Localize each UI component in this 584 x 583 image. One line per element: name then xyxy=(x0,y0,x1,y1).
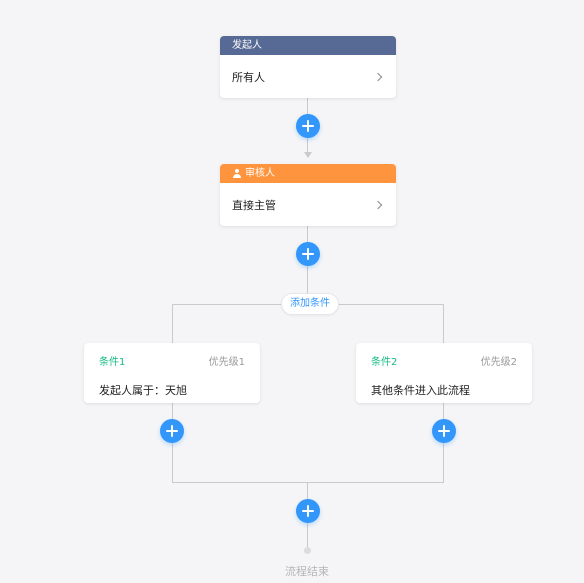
initiator-header: 发起人 xyxy=(220,36,396,55)
initiator-body[interactable]: 所有人 xyxy=(220,55,396,98)
chevron-right-icon xyxy=(373,200,383,209)
condition-card-1[interactable]: 条件1 优先级1 发起人属于：天旭 xyxy=(84,343,260,403)
approver-title: 审核人 xyxy=(245,168,275,179)
condition-priority: 优先级2 xyxy=(480,357,517,368)
add-node-button[interactable] xyxy=(296,499,320,523)
initiator-title: 发起人 xyxy=(232,40,262,51)
approver-value: 直接主管 xyxy=(232,198,276,212)
add-node-button-branch-2[interactable] xyxy=(432,419,456,443)
condition-name: 条件1 xyxy=(99,357,126,368)
flow-end-label: 流程结束 xyxy=(285,565,329,578)
chevron-right-icon xyxy=(373,72,383,81)
condition-header: 条件1 优先级1 xyxy=(99,353,245,368)
condition-text: 其他条件进入此流程 xyxy=(371,384,470,397)
add-node-button[interactable] xyxy=(296,114,320,138)
condition-header: 条件2 优先级2 xyxy=(371,353,517,368)
add-condition-button[interactable]: 添加条件 xyxy=(281,293,339,315)
condition-card-2[interactable]: 条件2 优先级2 其他条件进入此流程 xyxy=(356,343,532,403)
end-dot xyxy=(304,547,311,554)
condition-priority: 优先级1 xyxy=(208,357,245,368)
approver-header: 审核人 xyxy=(220,164,396,183)
condition-name: 条件2 xyxy=(371,357,398,368)
initiator-value: 所有人 xyxy=(232,70,265,84)
branch-bottom-line xyxy=(172,482,444,483)
condition-text: 发起人属于：天旭 xyxy=(99,384,187,397)
initiator-node[interactable]: 发起人 所有人 xyxy=(220,36,396,98)
user-icon xyxy=(232,169,241,178)
arrow-down-icon xyxy=(303,152,312,158)
approver-body[interactable]: 直接主管 xyxy=(220,183,396,226)
add-node-button[interactable] xyxy=(296,242,320,266)
add-node-button-branch-1[interactable] xyxy=(160,419,184,443)
approver-node[interactable]: 审核人 直接主管 xyxy=(220,164,396,226)
